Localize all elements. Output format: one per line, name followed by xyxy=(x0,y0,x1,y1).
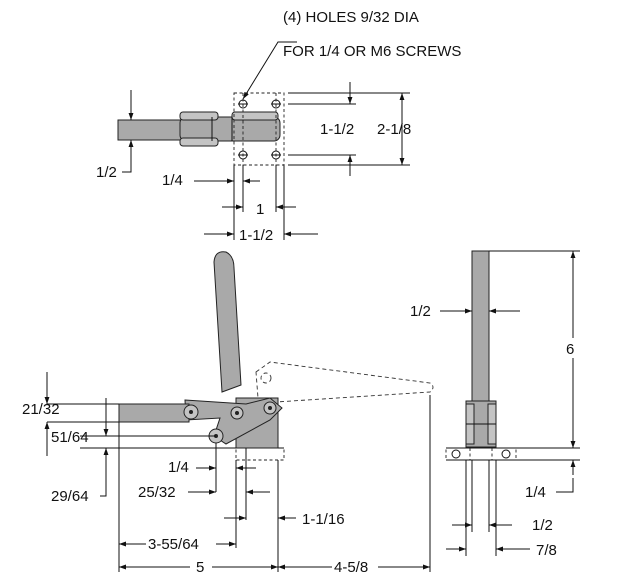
dim-arm-height-2: 51/64 xyxy=(51,429,89,446)
top-bar xyxy=(117,119,189,141)
top-base-outline xyxy=(233,92,285,166)
linkage-plate xyxy=(184,397,283,445)
dim-handle-width: 1/2 xyxy=(410,303,431,320)
dim-height: 6 xyxy=(566,341,574,358)
dim-e: 5 xyxy=(196,559,204,576)
dim-base-width-end: 7/8 xyxy=(536,542,557,559)
dim-arm-height-1: 21/32 xyxy=(22,401,60,418)
dim-base-length: 1-1/2 xyxy=(239,227,273,244)
ghost-handle xyxy=(255,361,434,403)
clamp-arm xyxy=(118,403,190,423)
dim-bar-width: 1/2 xyxy=(532,517,553,534)
top-link-upper xyxy=(179,111,219,121)
note-line-2: FOR 1/4 OR M6 SCREWS xyxy=(283,43,461,60)
note-leader xyxy=(242,41,297,100)
top-view: 1-1/2 2-1/8 1/2 1/4 1 1-1/2 xyxy=(96,82,411,244)
end-handle xyxy=(471,250,490,402)
dim-f: 4-5/8 xyxy=(334,559,368,576)
holes-note: (4) HOLES 9/32 DIA FOR 1/4 OR M6 SCREWS xyxy=(242,9,461,100)
dim-hole-spacing-x: 1 xyxy=(256,201,264,218)
top-link-upper-2 xyxy=(231,111,279,121)
handle xyxy=(213,251,242,393)
dim-b: 25/32 xyxy=(138,484,176,501)
dim-c: 1-1/16 xyxy=(302,511,345,528)
top-link-lower xyxy=(179,137,219,147)
dim-hole-offset: 1/4 xyxy=(162,172,183,189)
top-linkage xyxy=(179,116,281,142)
side-view: 21/32 51/64 29/64 1/4 25/32 1-1/16 3-55/… xyxy=(22,251,434,576)
dim-hole-spacing-y: 1-1/2 xyxy=(320,121,354,138)
dim-bar-thickness: 1/2 xyxy=(96,164,117,181)
end-view: 1/2 6 1/4 1/2 7/8 xyxy=(410,250,584,559)
note-line-1: (4) HOLES 9/32 DIA xyxy=(283,9,419,26)
dim-d: 3-55/64 xyxy=(148,536,199,553)
dim-base-width: 2-1/8 xyxy=(377,121,411,138)
pivot-icon xyxy=(183,401,277,444)
dim-a: 1/4 xyxy=(168,459,189,476)
dim-base-thickness: 1/4 xyxy=(525,484,546,501)
hole-icon xyxy=(238,99,281,160)
dim-pivot-height: 29/64 xyxy=(51,488,89,505)
